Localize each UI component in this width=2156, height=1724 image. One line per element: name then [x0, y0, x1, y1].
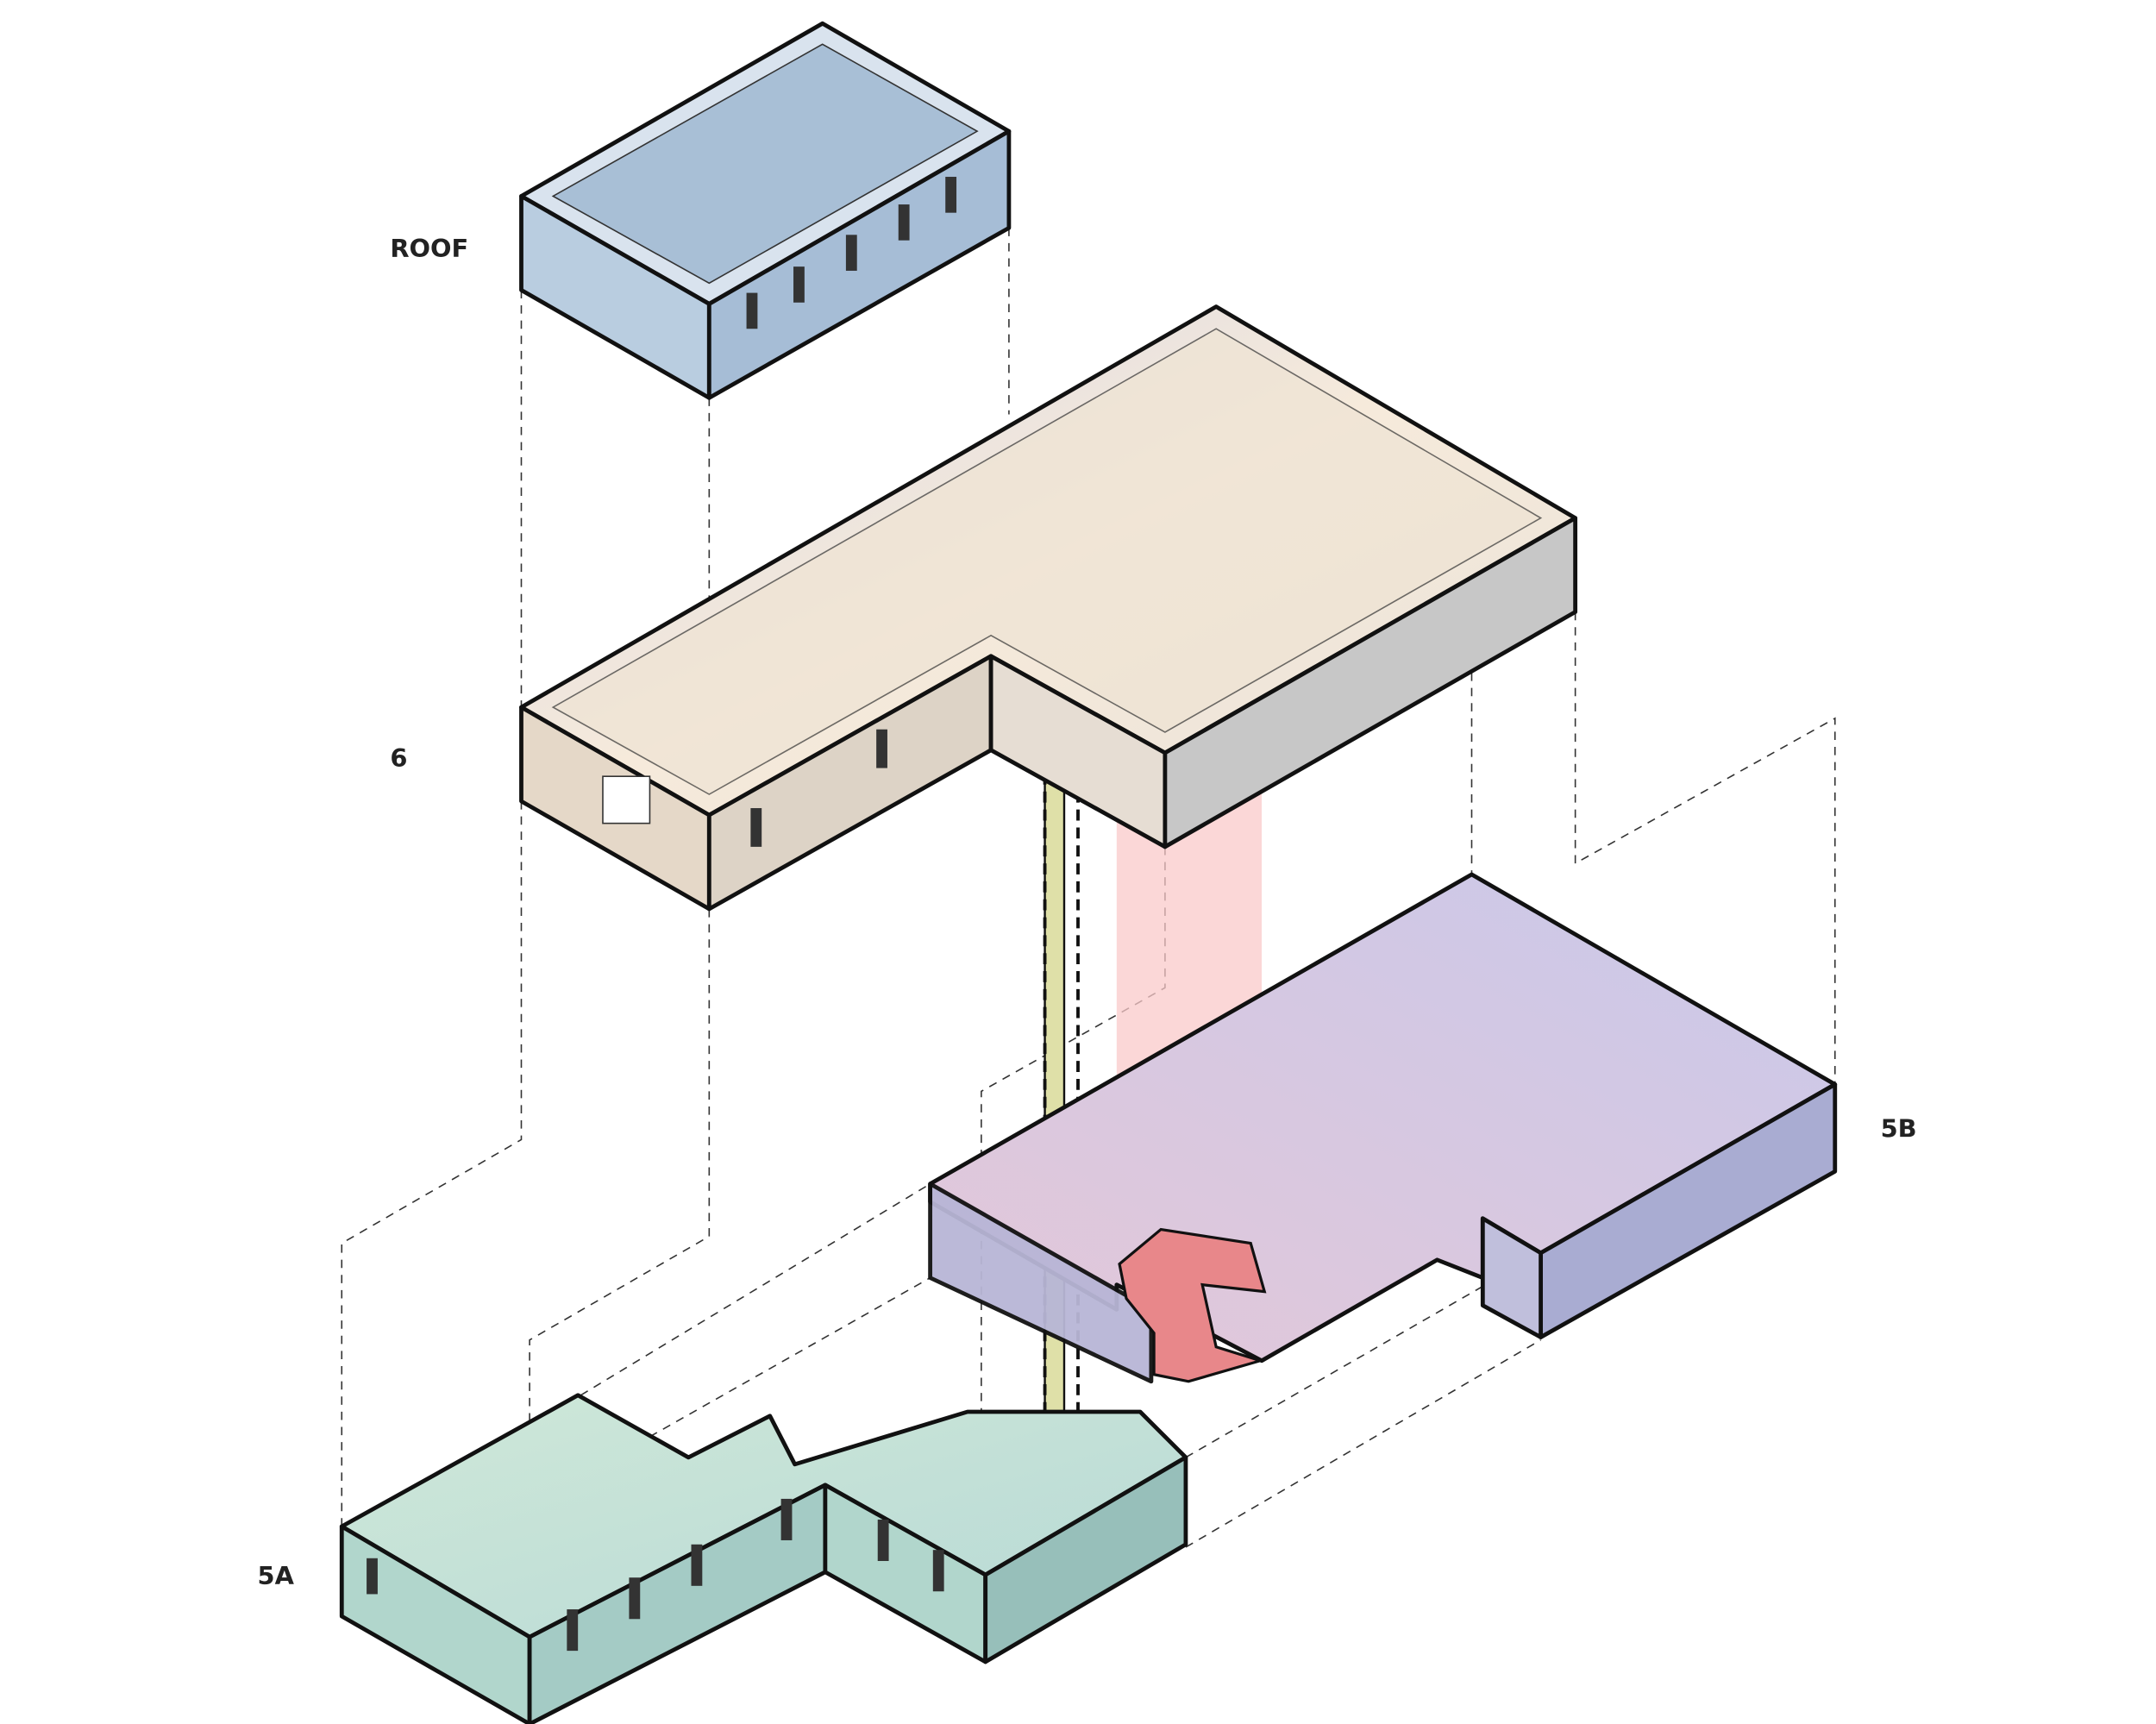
- level-label-5b: 5B: [1881, 1113, 1917, 1143]
- stair-icon: [1118, 1227, 1267, 1383]
- level-6: [519, 304, 1578, 912]
- level-5a: [339, 1393, 1188, 1724]
- level-5b: [928, 872, 1838, 1384]
- level-roof: [519, 21, 1012, 400]
- level-label-roof: ROOF: [390, 234, 468, 263]
- level-label-6: 6: [390, 743, 407, 773]
- level-label-5a: 5A: [258, 1561, 295, 1590]
